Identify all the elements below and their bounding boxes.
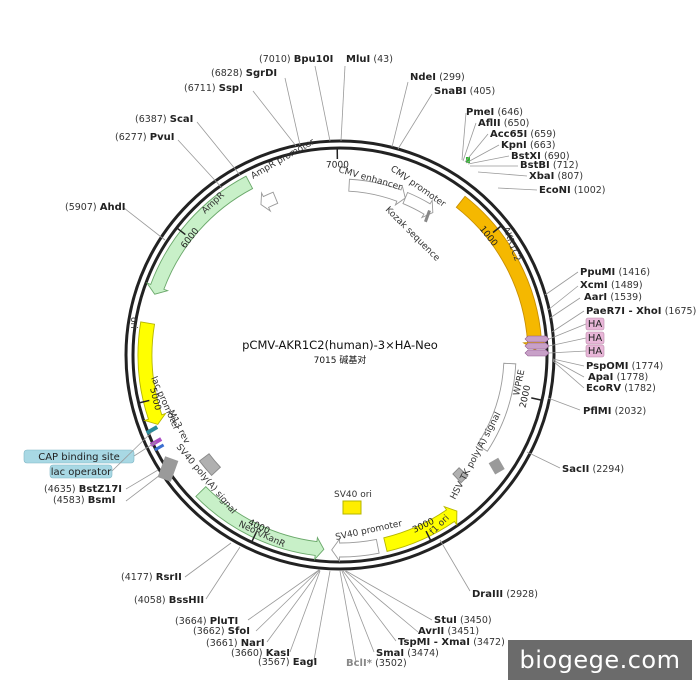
site-pflmi: PflMI (2032) — [583, 406, 646, 417]
label-kozak: Kozak sequence — [383, 205, 442, 264]
feature-wpre — [476, 362, 517, 452]
feature-f1-ori — [383, 505, 458, 552]
feature-ori — [137, 321, 167, 425]
site-nari: (3661) NarI — [206, 638, 265, 649]
site-sgrdi: (6828) SgrDI — [211, 68, 277, 79]
site-ppumi: PpuMI (1416) — [580, 267, 650, 278]
site-pspomi: PspOMI (1774) — [586, 361, 663, 372]
label-hsv: HSV TK poly(A) signal — [449, 411, 504, 502]
feature-neor-kanr — [195, 486, 325, 561]
site-xbai: XbaI (807) — [529, 171, 583, 182]
site-eagi: (3567) EagI — [258, 657, 317, 668]
svg-text:HA: HA — [588, 319, 603, 330]
feature-hsv-tk-poly-a-signal — [452, 467, 469, 484]
tick-mark-1000 — [492, 225, 503, 234]
ha-ring-markers — [524, 335, 550, 357]
green-site-marker — [466, 157, 470, 163]
site-bstz17i: (4635) BstZ17I — [44, 484, 122, 495]
backbone-outer — [124, 139, 556, 571]
plasmid-title: pCMV-AKR1C2(human)-3×HA-Neo — [242, 338, 438, 352]
tick-label-2000: 2000 — [519, 384, 534, 409]
svg-text:CAP binding site: CAP binding site — [38, 452, 120, 463]
site-draiii: DraIII (2928) — [472, 589, 538, 600]
plasmid-size: 7015 碱基对 — [314, 354, 367, 366]
site-ndei: NdeI (299) — [410, 72, 465, 83]
site-aari: AarI (1539) — [584, 292, 642, 303]
site-snabi: SnaBI (405) — [434, 86, 495, 97]
site-pmei: PmeI (646) — [466, 107, 523, 118]
lac-operator-label: lac operator — [49, 431, 153, 479]
site-pluti: (3664) PluTI — [175, 616, 238, 627]
feature-cmv-enhancer — [348, 178, 406, 207]
ha-tag-3: HA — [548, 344, 605, 358]
site-xcmi: XcmI (1489) — [580, 280, 643, 291]
site-xhoi: PaeR7I - XhoI (1675) — [586, 306, 696, 317]
site-tspmi-xmai: TspMI - XmaI (3472) — [398, 637, 505, 648]
site-pvui: (6277) PvuI — [115, 132, 174, 143]
site-sspi: (6711) SspI — [184, 83, 243, 94]
ha-tag-2: HA — [548, 331, 605, 347]
watermark: biogege.com — [508, 640, 692, 680]
label-m13: M13 rev — [165, 409, 191, 446]
tick-mark-5000 — [138, 399, 150, 404]
feature-ampr — [145, 175, 254, 295]
svg-text:HA: HA — [588, 333, 603, 344]
m13-marker — [154, 443, 165, 452]
site-bsshii: (4058) BssHII — [134, 595, 204, 606]
svg-text:HA: HA — [588, 346, 603, 357]
site-econi: EcoNI (1002) — [539, 185, 606, 196]
site-sacii: SacII (2294) — [562, 464, 624, 475]
site-acc65i: Acc65I (659) — [490, 129, 556, 140]
sv40-ori-box — [342, 500, 362, 515]
site-stui: StuI (3450) — [434, 615, 492, 626]
site-bpu10i: (7010) Bpu10I — [259, 54, 333, 65]
site-bsmi: (4583) BsmI — [53, 495, 116, 506]
site-bstbi: BstBI (712) — [520, 160, 578, 171]
sv40-pa-box — [157, 456, 179, 482]
site-apai: ApaI (1778) — [588, 372, 648, 383]
site-rsrii: (4177) RsrII — [121, 572, 182, 583]
label-ampr-promoter: AmpR promoter — [250, 137, 317, 182]
site-scai: (6387) ScaI — [135, 114, 193, 125]
lac-operator-marker — [145, 425, 159, 435]
label-sv40-ori: SV40 ori — [334, 490, 372, 500]
restriction-sites: (7010) Bpu10I MluI (43) (6828) SgrDI (67… — [44, 54, 696, 669]
tick-mark-4000 — [250, 531, 257, 543]
site-sfoi: (3662) SfoI — [193, 626, 250, 637]
hsv-pa-box — [488, 457, 505, 475]
feature-sv40-poly-a-signal — [198, 453, 222, 477]
site-bcli: BclI* (3502) — [346, 658, 407, 669]
site-ahdi: (5907) AhdI — [65, 202, 126, 213]
feature-akr1c2 — [455, 195, 547, 351]
cap-binding-site-label: CAP binding site — [23, 441, 157, 464]
site-aflii: AflII (650) — [478, 118, 529, 129]
site-kpni: KpnI (663) — [501, 140, 555, 151]
tick-mark-6000 — [176, 227, 186, 236]
site-smai: SmaI (3474) — [376, 648, 439, 659]
tick-label-7000: 7000 — [326, 160, 349, 170]
tick-mark-2000 — [531, 397, 543, 402]
svg-text:lac operator: lac operator — [51, 467, 112, 478]
kozak-marker — [424, 210, 431, 223]
site-ecorv: EcoRV (1782) — [586, 383, 656, 394]
site-mlui: MluI (43) — [346, 54, 393, 65]
site-kasi: (3660) KasI — [231, 648, 290, 659]
feature-sv40-promoter — [331, 537, 380, 563]
site-bstxi: BstXI (690) — [511, 151, 570, 162]
tick-mark-3000 — [425, 530, 432, 542]
ha-tag-1: HA — [548, 317, 605, 340]
feature-ampr-promoter — [260, 191, 279, 213]
site-avrii: AvrII (3451) — [418, 626, 479, 637]
label-ori: ori — [128, 317, 138, 329]
